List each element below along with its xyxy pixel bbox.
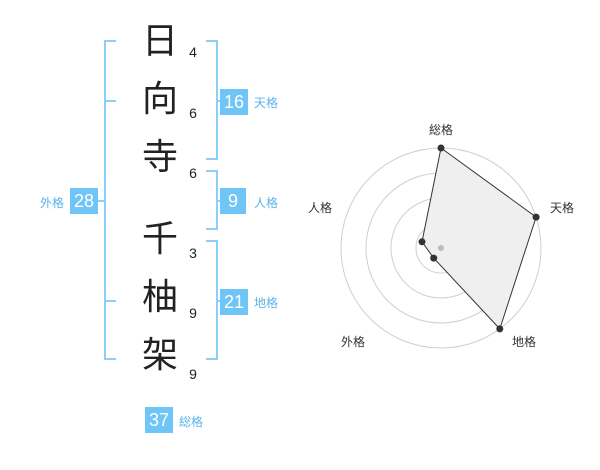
- gaikaku-bracket-tick: [104, 300, 116, 302]
- gaikaku-label: 外格: [40, 196, 65, 210]
- name-character: 向: [141, 79, 178, 120]
- gaikaku-value-badge: 28: [70, 188, 99, 214]
- stroke-count: 4: [189, 44, 197, 60]
- radar-point-gaikaku: [430, 254, 438, 262]
- jinkaku-connector: [216, 200, 222, 202]
- radar-point-soukaku: [437, 144, 445, 152]
- radar-score-polygon: [421, 147, 537, 330]
- jinkaku-label: 人格: [254, 196, 279, 210]
- soukaku-label: 総格: [179, 415, 204, 429]
- jinkaku-value-badge: 9: [220, 188, 246, 214]
- tenkaku-connector: [216, 100, 222, 102]
- name-character: 寺: [141, 137, 178, 178]
- name-character: 架: [141, 335, 178, 376]
- tenkaku-value-badge: 16: [220, 89, 249, 115]
- chikaku-connector: [216, 300, 222, 302]
- radar-label-chikaku: 地格: [511, 335, 537, 349]
- radar-label-gaikaku: 外格: [340, 335, 366, 349]
- stroke-count: 9: [189, 366, 197, 382]
- name-character: 日: [141, 21, 178, 62]
- radar-point-chikaku: [496, 325, 504, 333]
- stroke-count: 3: [189, 245, 197, 261]
- soukaku-value-badge: 37: [145, 407, 174, 433]
- radar-label-soukaku: 総格: [428, 123, 454, 137]
- tenkaku-label: 天格: [254, 96, 279, 110]
- radar-point-tenkaku: [532, 213, 540, 221]
- radar-center-dot: [438, 245, 444, 251]
- stroke-count: 6: [189, 105, 197, 121]
- radar-label-jinkaku: 人格: [307, 201, 333, 215]
- chikaku-label: 地格: [254, 296, 279, 310]
- stroke-count: 6: [189, 165, 197, 181]
- name-character: 千: [141, 219, 178, 260]
- radar-label-tenkaku: 天格: [549, 201, 575, 215]
- gaikaku-bracket-tick: [104, 100, 116, 102]
- radar-point-jinkaku: [418, 238, 426, 246]
- name-character: 柚: [141, 277, 178, 318]
- gaikaku-connector: [98, 200, 106, 202]
- chikaku-value-badge: 21: [220, 289, 249, 315]
- stroke-count: 9: [189, 305, 197, 321]
